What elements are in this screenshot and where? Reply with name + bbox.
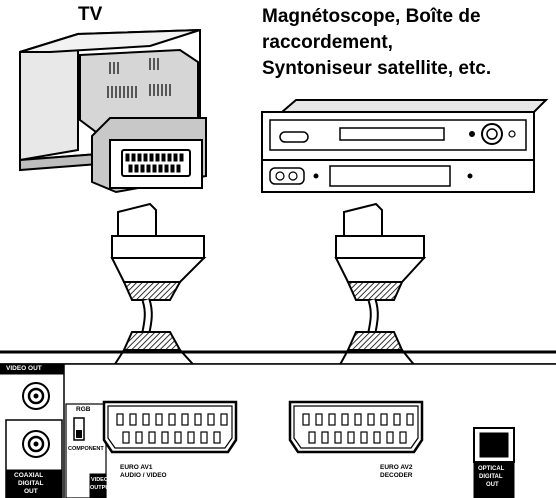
vcr-label: Magnétoscope, Boîte de raccordement, Syn… (262, 4, 491, 82)
optical-port (473, 427, 515, 498)
euro-av2-label: EURO AV2 (380, 464, 413, 471)
output-label: OUTPUT (90, 485, 113, 491)
video-out-label: VIDEO OUT (6, 365, 42, 372)
optical-label: OPTICAL (478, 466, 505, 472)
coaxial-digital-label: DIGITAL (18, 480, 44, 487)
optical-digital-label: DIGITAL (479, 474, 503, 480)
coaxial-label: COAXIAL (14, 472, 44, 479)
euro-av2-socket (288, 400, 424, 454)
video-output-switch (65, 403, 107, 498)
tv-label: TV (78, 4, 103, 25)
video-label: VIDEO (91, 477, 109, 483)
tv-scart-socket (91, 117, 207, 194)
euro-av1-socket (102, 400, 238, 454)
optical-out-label: OUT (486, 482, 499, 488)
rgb-label: RGB (76, 406, 91, 413)
decoder-label: DECODER (380, 472, 413, 479)
coaxial-out-label: OUT (24, 488, 38, 495)
coaxial-jack (5, 419, 63, 498)
vcr-label-line1: Magnétoscope, Boîte de (262, 6, 481, 27)
audio-video-label: AUDIO / VIDEO (120, 472, 167, 479)
vcr-label-line3: Syntoniseur satellite, etc. (262, 58, 492, 79)
vcr-illustration (261, 99, 549, 193)
video-out-jack (0, 363, 65, 410)
euro-av1-label: EURO AV1 (120, 464, 153, 471)
component-label: COMPONENT (68, 446, 104, 452)
vcr-label-line2: raccordement, (262, 32, 393, 53)
